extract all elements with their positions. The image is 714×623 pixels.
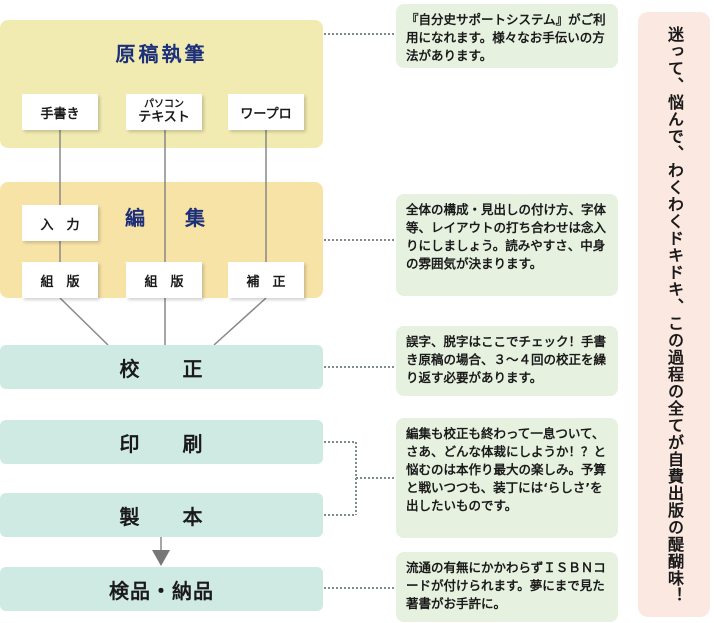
side-message: 迷って、悩んで、わくわくドキドキ、この過程の全てが自費出版の醍醐味！ [665, 25, 684, 604]
editing-title: 編 集 [125, 206, 205, 230]
typeset-center-label: 組 版 [144, 274, 184, 290]
note-print-binding: 編集も校正も終わって一息ついて、さあ、どんな体裁にしようか！？と悩むのは本作り最… [396, 418, 618, 538]
word-processor-box: ワープロ [228, 94, 304, 130]
word-processor-label: ワープロ [240, 106, 292, 122]
typeset-left-box: 組 版 [22, 262, 98, 298]
pc-label: パソコン [144, 99, 184, 110]
inspection-delivery-stage: 検品・納品 [0, 567, 323, 611]
note-proofreading: 誤字、脱字はここでチェック！手書き原稿の場合、３～４回の校正を繰り返す必要があり… [396, 326, 618, 396]
handwriting-label: 手書き [40, 106, 80, 122]
handwriting-box: 手書き [22, 94, 98, 130]
input-label: 入 力 [40, 217, 80, 233]
printing-stage: 印 刷 [0, 420, 323, 464]
note-delivery: 流通の有無にかかわらずＩＳＢＮコードが付けられます。夢にまで見た著書がお手許に。 [396, 552, 618, 622]
typeset-left-label: 組 版 [40, 274, 80, 290]
side-message-panel: 迷って、悩んで、わくわくドキドキ、この過程の全てが自費出版の醍醐味！ [638, 12, 710, 617]
note-editing: 全体の構成・見出しの付け方、字体等、レイアウトの打ち合わせは念入りにしましょう。… [396, 194, 618, 296]
note-writing: 『自分史サポートシステム』がご利用になれます。様々なお手伝いの方法があります。 [396, 4, 618, 68]
typeset-center-box: 組 版 [126, 262, 202, 298]
writing-title: 原稿執筆 [115, 42, 208, 66]
proofreading-stage: 校 正 [0, 345, 323, 389]
binding-stage: 製 本 [0, 493, 323, 537]
correction-box: 補 正 [228, 262, 304, 298]
pc-text-box: パソコン テキスト [126, 94, 202, 130]
text-label: テキスト [138, 110, 190, 125]
correction-label: 補 正 [246, 274, 286, 290]
input-box: 入 力 [22, 205, 98, 241]
